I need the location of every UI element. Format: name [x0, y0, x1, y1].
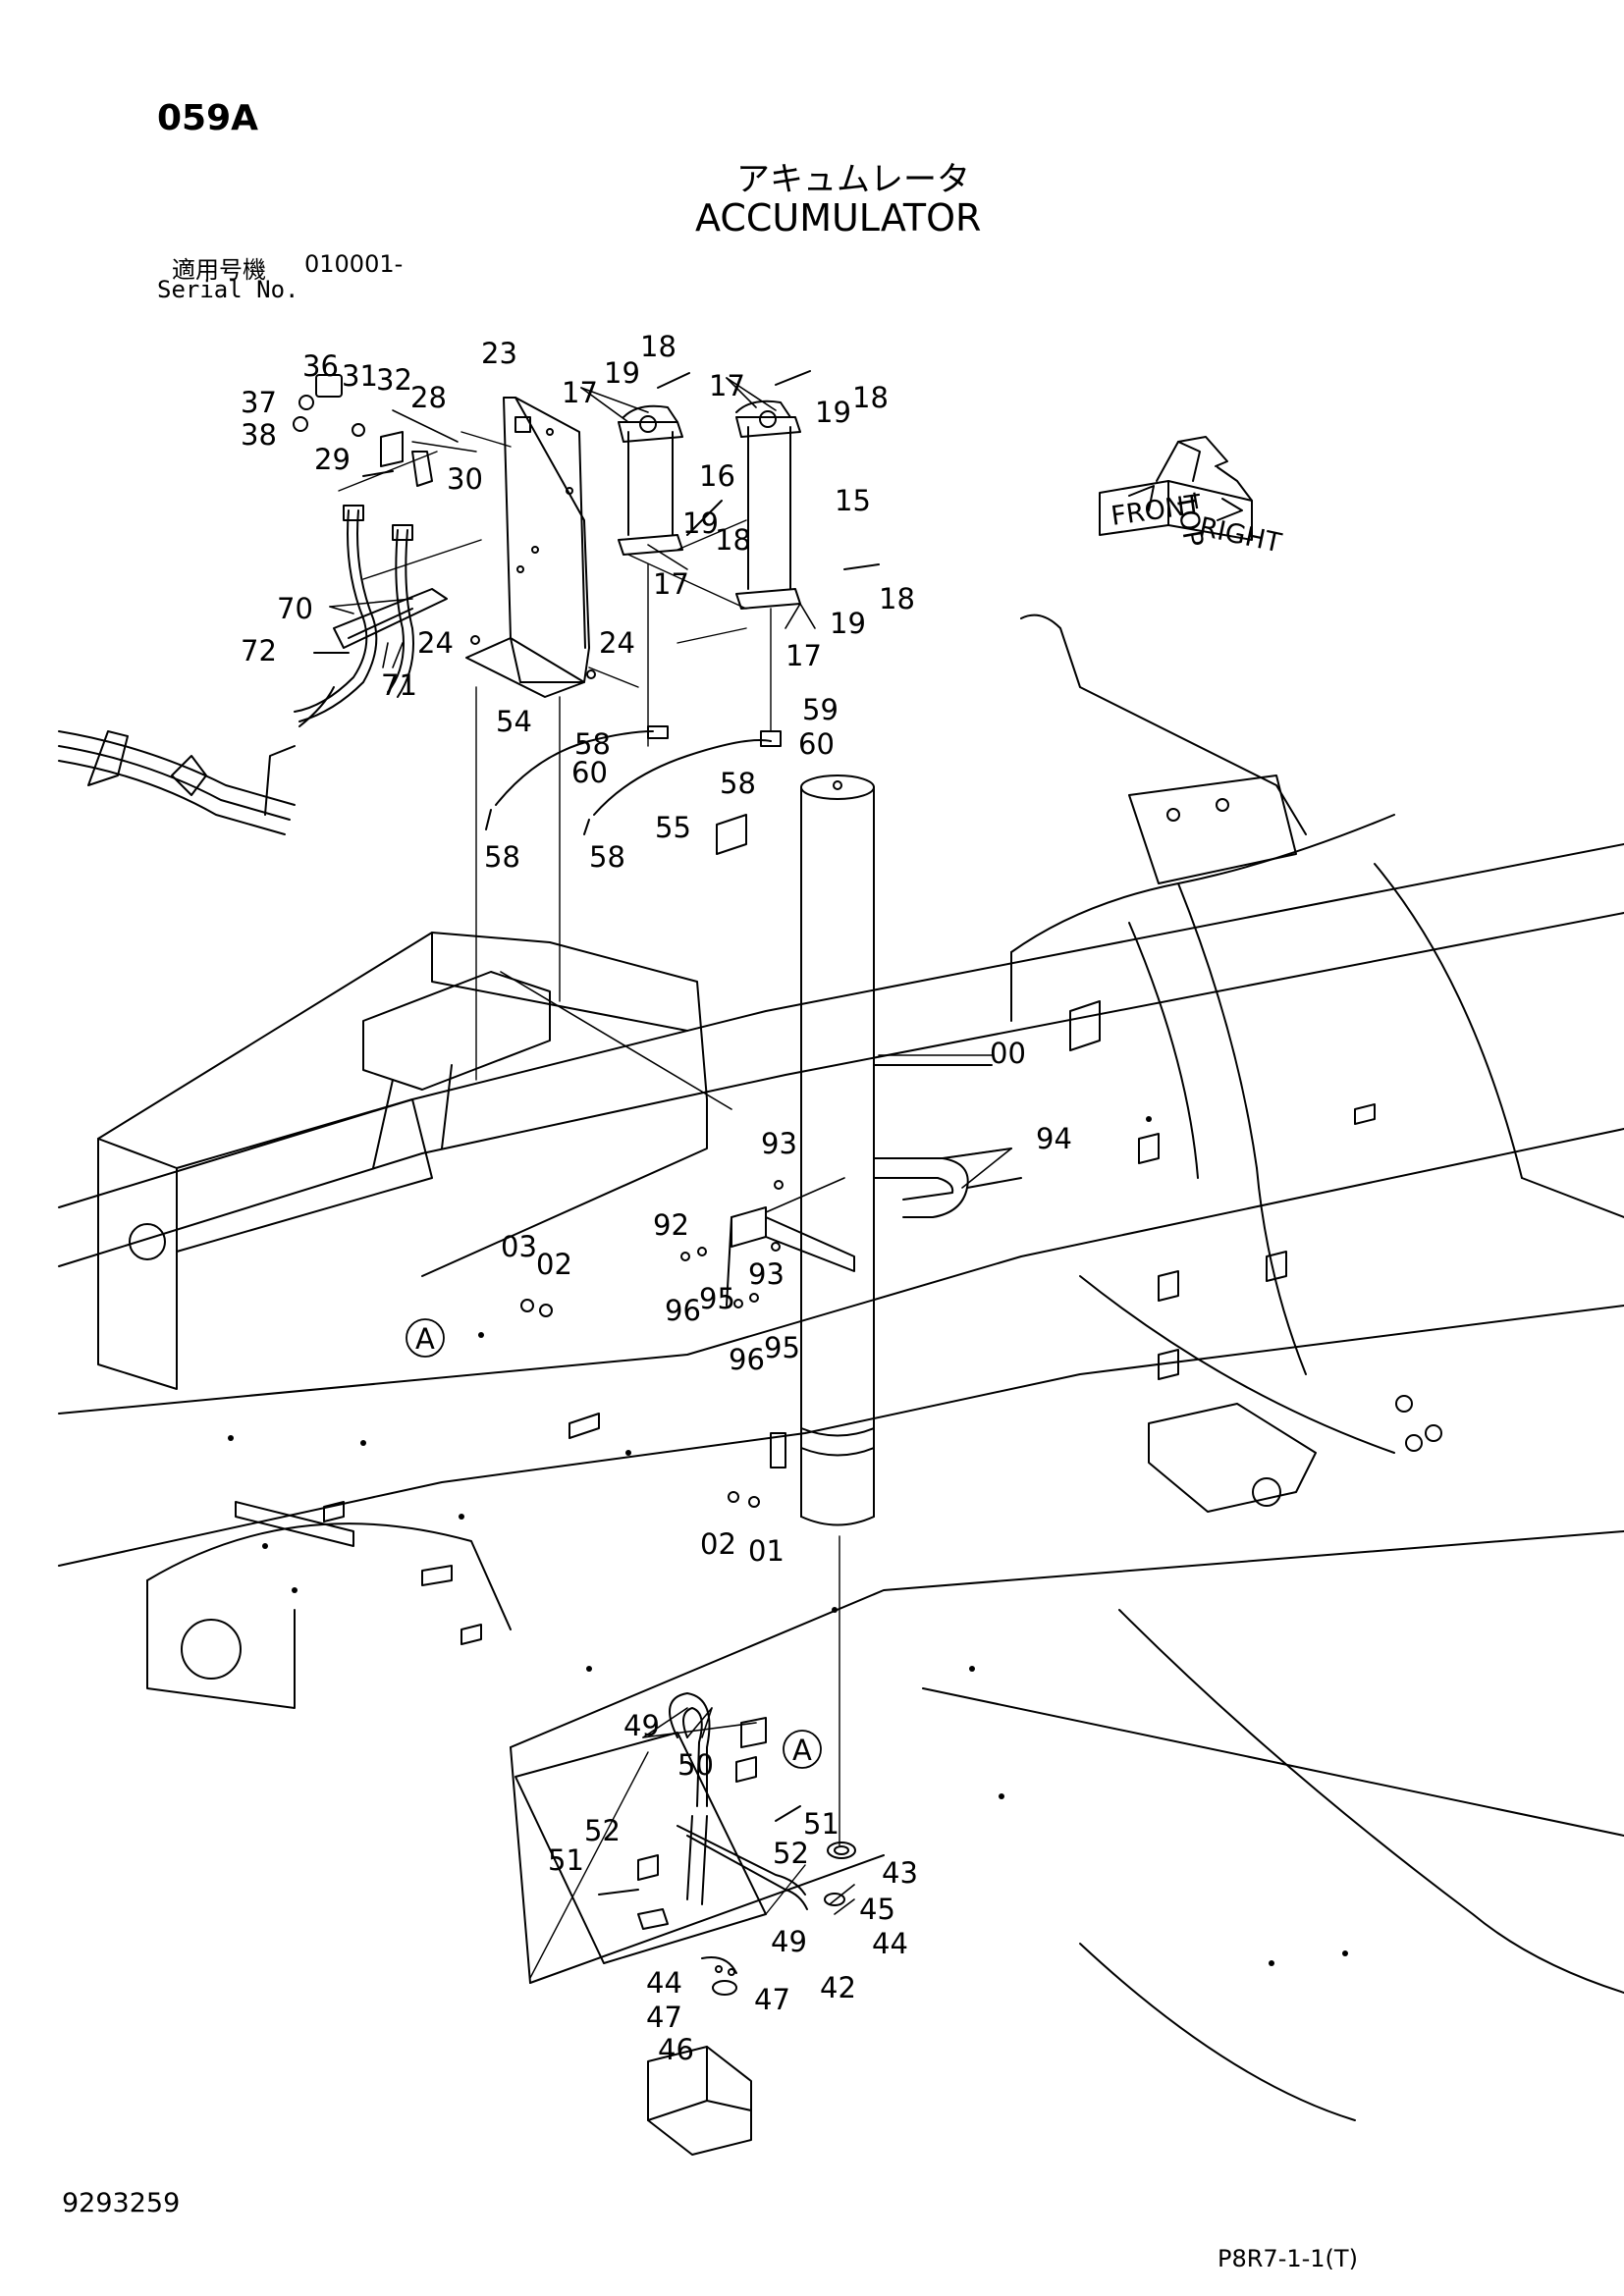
leader-lines	[329, 377, 1012, 1915]
callout-label: 58	[720, 767, 756, 800]
callout-label: 19	[830, 607, 866, 640]
bracket-92	[726, 1206, 855, 1307]
badge-top-label: TOP	[1169, 491, 1209, 550]
callout-label: 96	[729, 1343, 765, 1376]
direction-badge: FRONT RIGHT TOP	[1099, 436, 1285, 560]
detail-marker-upper: A	[406, 1318, 445, 1358]
page-code: 059A	[157, 98, 259, 138]
callout-label: 46	[658, 2033, 694, 2066]
callout-label: 17	[653, 567, 689, 601]
accumulator-15	[735, 400, 801, 610]
callout-label: 03	[501, 1230, 537, 1263]
serial-label-japanese: 適用号機	[172, 256, 266, 284]
accumulator-16	[618, 404, 683, 556]
callout-label: 17	[709, 369, 745, 402]
callout-label: 44	[646, 1966, 682, 2000]
callout-label: 43	[882, 1856, 918, 1890]
callout-label: 36	[302, 349, 339, 383]
callout-label: 93	[748, 1257, 785, 1291]
callout-label: 19	[604, 356, 640, 390]
callout-label: 95	[699, 1282, 735, 1315]
detail-marker-lower: A	[783, 1730, 822, 1769]
callout-label: 16	[699, 459, 735, 493]
callout-label: 19	[682, 507, 719, 540]
callout-label: 96	[665, 1294, 701, 1327]
title-english: ACCUMULATOR	[695, 196, 982, 240]
title-japanese: アキュムレータ	[736, 160, 970, 199]
accumulator-cylinder	[800, 774, 993, 1526]
callout-label: 42	[820, 1971, 856, 2004]
footer-code: P8R7-1-1(T)	[1218, 2245, 1358, 2272]
callout-label: 49	[623, 1709, 660, 1742]
callout-label: 37	[241, 386, 277, 419]
callout-label: 47	[754, 1983, 790, 2016]
callout-label: 92	[653, 1208, 689, 1242]
callout-label: 30	[447, 462, 483, 496]
callout-label: 72	[241, 634, 277, 667]
callout-label: 47	[646, 2001, 682, 2034]
mounting-plate-23	[465, 397, 590, 698]
callout-label: 18	[640, 330, 677, 363]
callout-label: 55	[655, 811, 691, 844]
callout-label: 58	[574, 727, 611, 761]
callout-label: 18	[715, 523, 751, 557]
callout-label: 24	[417, 626, 454, 660]
fittings-top-left	[293, 374, 433, 487]
machine-frame	[58, 614, 1624, 2121]
reference-lines	[338, 431, 840, 1979]
hose-55	[583, 730, 782, 835]
callout-label: 44	[872, 1927, 908, 1960]
callout-label: 58	[589, 840, 625, 874]
callout-label: 71	[381, 668, 417, 702]
detail-marker-lower-label: A	[792, 1734, 812, 1767]
callout-label: 49	[771, 1925, 807, 1958]
callout-label: 01	[748, 1534, 785, 1568]
callout-label: 58	[484, 840, 520, 874]
callout-label: 52	[773, 1837, 809, 1870]
callout-label: 17	[785, 639, 822, 672]
callout-label: 50	[677, 1748, 714, 1782]
callout-label: 02	[536, 1248, 572, 1281]
callout-label: 93	[761, 1127, 797, 1160]
lower-band-clamp	[770, 1427, 875, 1468]
document-number: 9293259	[62, 2188, 181, 2218]
callout-label: 19	[815, 396, 851, 429]
callout-label: 51	[548, 1843, 584, 1877]
callout-label: 45	[859, 1893, 895, 1926]
callout-label: 38	[241, 418, 277, 452]
callout-label: 54	[496, 705, 532, 738]
callout-label: 32	[376, 363, 412, 397]
callout-label: 94	[1036, 1122, 1072, 1155]
callout-label: 70	[277, 592, 313, 625]
serial-label-english: Serial No.	[157, 276, 299, 303]
callout-label: 51	[803, 1807, 839, 1841]
callout-label: 23	[481, 337, 517, 370]
callout-label: 60	[571, 756, 608, 789]
callout-label: 00	[990, 1037, 1026, 1070]
hose-assembly-70-71	[294, 505, 448, 722]
callout-label: 17	[562, 376, 598, 409]
callout-label: 52	[584, 1814, 621, 1847]
callout-label: 31	[342, 359, 378, 393]
callout-label: 60	[798, 727, 835, 761]
callout-label: 95	[764, 1331, 800, 1364]
callout-label: 59	[802, 693, 839, 726]
callout-labels: 36 31 32 28 37 38 29 30 23 18 19 17 17 1…	[241, 330, 1072, 2066]
callout-label: 24	[599, 626, 635, 660]
detail-marker-upper-label: A	[415, 1322, 435, 1356]
callout-label: 15	[835, 484, 871, 517]
callout-label: 18	[879, 582, 915, 615]
callout-label: 28	[410, 381, 447, 414]
callout-label: 02	[700, 1527, 736, 1561]
serial-number: 010001-	[304, 250, 404, 278]
bolts	[313, 370, 880, 1976]
callout-label: 29	[314, 443, 351, 476]
callout-label: 18	[852, 381, 889, 414]
badge-right-label: RIGHT	[1197, 512, 1285, 560]
